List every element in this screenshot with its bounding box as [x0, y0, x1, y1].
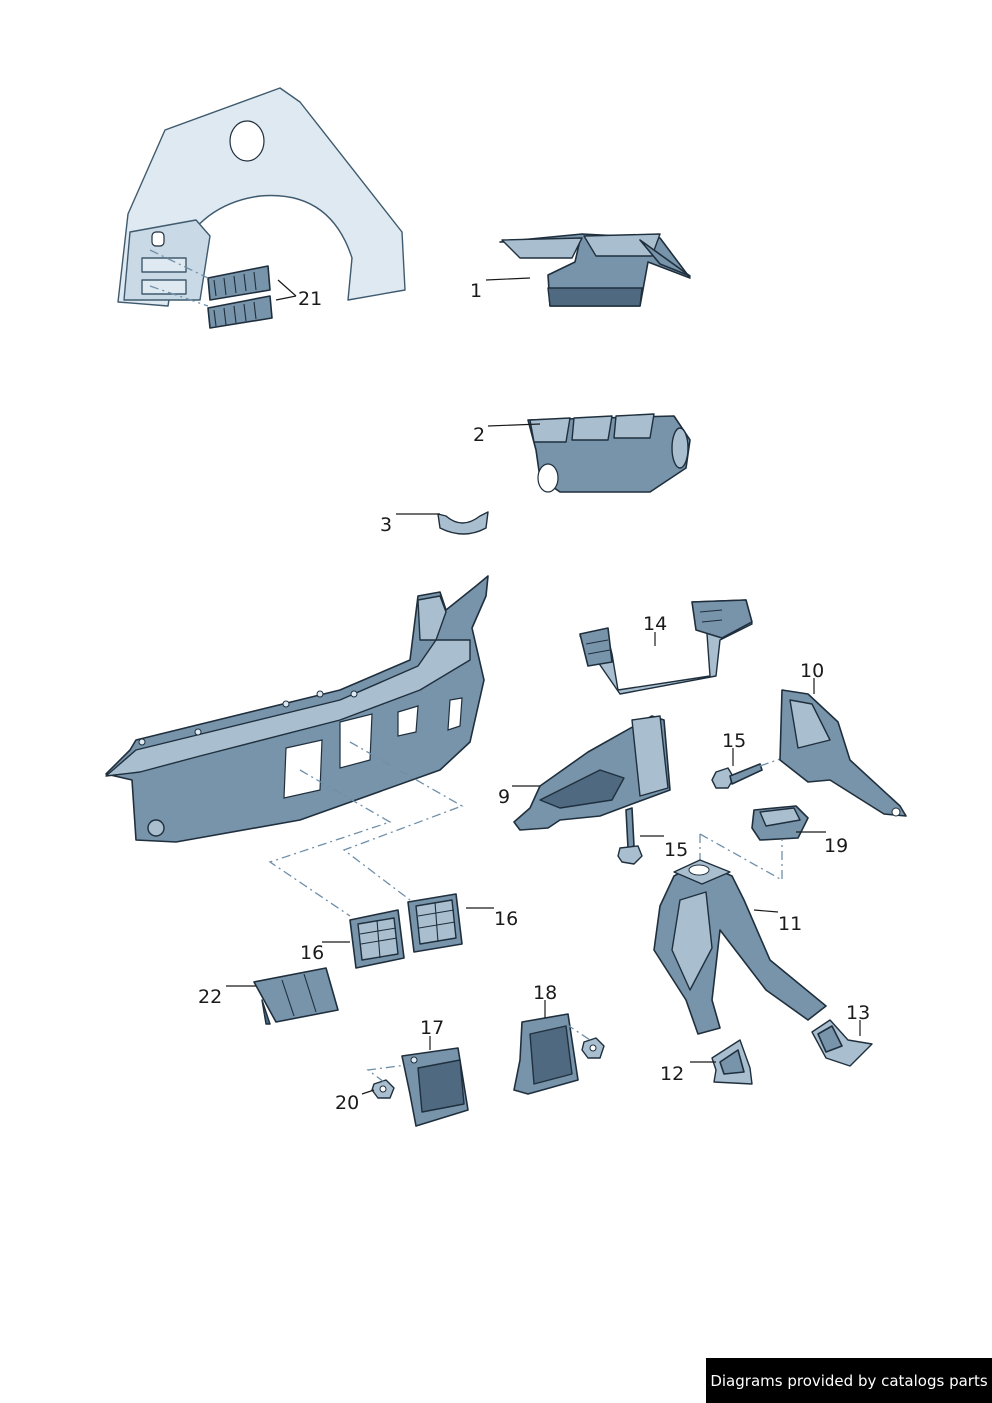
part-1-air-duct [499, 233, 691, 307]
callout-2: 2 [473, 424, 485, 446]
callout-15-upper: 15 [722, 730, 746, 752]
callout-1: 1 [470, 280, 482, 302]
callout-15-lower: 15 [664, 839, 688, 861]
rear-crossmember-panel [105, 575, 489, 843]
callout-3: 3 [380, 514, 392, 536]
part-18-nut [581, 1037, 605, 1059]
part-16-vent-right [407, 893, 463, 953]
callout-9: 9 [498, 786, 510, 808]
part-16-vent-left [349, 909, 405, 969]
part-12-bracket [711, 1039, 753, 1085]
callout-16-left: 16 [300, 942, 324, 964]
callout-19: 19 [824, 835, 848, 857]
callout-20: 20 [335, 1092, 359, 1114]
part-2-triple-duct [527, 413, 691, 493]
credit-text: Diagrams provided by catalogs parts [710, 1371, 988, 1390]
callout-17: 17 [420, 1017, 444, 1039]
part-22-cover [253, 967, 339, 1025]
part-20-nut [371, 1079, 395, 1099]
callout-10: 10 [800, 660, 824, 682]
part-15-screw-lower [617, 807, 643, 865]
part-17-flap [401, 1047, 469, 1127]
callout-11: 11 [778, 913, 802, 935]
callout-13: 13 [846, 1002, 870, 1024]
vent-grille-upper [207, 265, 271, 301]
callout-18: 18 [533, 982, 557, 1004]
part-18-flap [513, 1013, 579, 1095]
callout-16-right: 16 [494, 908, 518, 930]
part-19-seal [751, 805, 809, 841]
vent-grille-lower [207, 295, 273, 329]
part-9-air-channel [513, 715, 671, 831]
part-15-screw-upper [711, 763, 763, 789]
part-11-y-duct [653, 859, 827, 1035]
part-13-bracket [811, 1019, 873, 1067]
part-14-grille-duct [579, 599, 753, 695]
callout-14: 14 [643, 613, 667, 635]
credit-banner: Diagrams provided by catalogs parts [706, 1358, 992, 1403]
callout-21: 21 [298, 288, 322, 310]
callout-12: 12 [660, 1063, 684, 1085]
part-10-side-channel [779, 689, 907, 817]
callout-22: 22 [198, 986, 222, 1008]
part-3-clip [437, 511, 489, 535]
rear-body-panel [117, 87, 406, 307]
